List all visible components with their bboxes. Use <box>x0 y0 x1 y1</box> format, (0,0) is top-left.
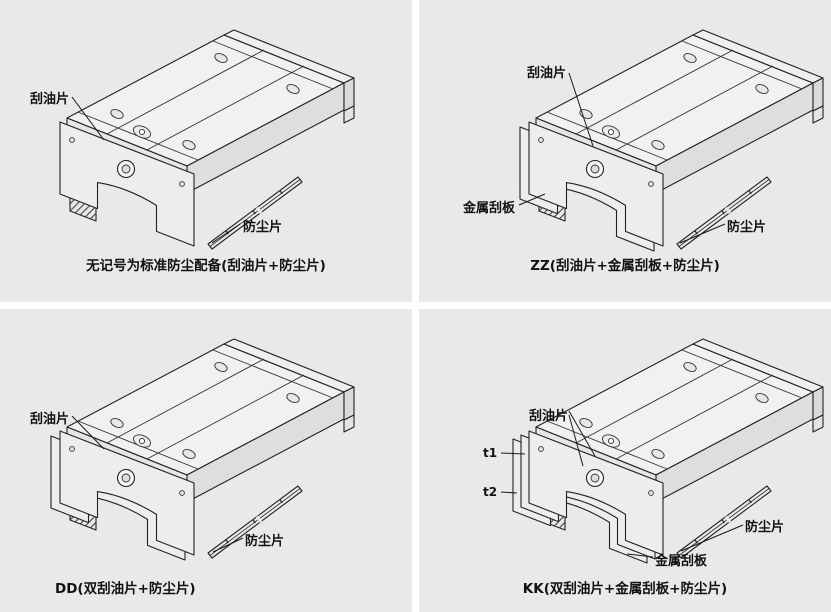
caption-zz: ZZ(刮油片+金属刮板+防尘片) <box>530 258 720 274</box>
panel-zz: 刮油片 金属刮板 防尘片 ZZ(刮油片+金属刮板+防尘片) <box>419 0 831 302</box>
dust-seal-label: 防尘片 <box>727 220 767 235</box>
panel-standard: 刮油片 防尘片 无记号为标准防尘配备(刮油片+防尘片) <box>0 0 412 302</box>
lm-block-illustration-zz <box>518 0 831 302</box>
leader-line-oil-scraper-2 <box>568 414 584 467</box>
panel-dd: 刮油片 防尘片 DD(双刮油片+防尘片) <box>0 309 412 612</box>
t1-label: t1 <box>483 446 498 460</box>
caption-dd: DD(双刮油片+防尘片) <box>55 581 196 597</box>
leader-line-oil-scraper <box>71 415 105 450</box>
leader-line-t2 <box>500 491 518 494</box>
leader-line-metal-scraper <box>626 553 654 558</box>
caption-standard: 无记号为标准防尘配备(刮油片+防尘片) <box>86 258 326 274</box>
leader-line-dust-seal <box>679 223 726 244</box>
leader-line-metal-scraper <box>518 193 546 206</box>
dust-seal-label: 防尘片 <box>245 534 285 549</box>
leader-line-dust-seal <box>680 524 744 552</box>
dust-seal-label: 防尘片 <box>243 220 283 235</box>
leader-line-t1 <box>500 452 526 455</box>
caption-kk: KK(双刮油片+金属刮板+防尘片) <box>522 581 728 597</box>
lm-block-illustration-kk <box>500 309 831 612</box>
leader-line-dust-seal <box>211 223 241 244</box>
metal-scraper-label: 金属刮板 <box>655 554 708 569</box>
lm-block-illustration-standard <box>0 0 412 302</box>
oil-scraper-label: 刮油片 <box>527 66 567 81</box>
leader-line-dust-seal <box>212 537 244 553</box>
panel-kk: 刮油片 t1 t2 防尘片 金属刮板 KK(双刮油片+金属刮板+防尘片) <box>419 309 831 612</box>
leader-line-oil-scraper <box>568 72 594 147</box>
leader-line-oil-scraper-1 <box>568 410 596 457</box>
oil-scraper-label: 刮油片 <box>529 409 569 424</box>
t2-label: t2 <box>483 485 498 499</box>
leader-line-oil-scraper <box>71 96 105 141</box>
oil-scraper-label: 刮油片 <box>30 92 70 107</box>
metal-scraper-label: 金属刮板 <box>463 201 516 216</box>
lm-block-illustration-dd <box>0 309 412 612</box>
oil-scraper-label: 刮油片 <box>30 412 70 427</box>
dust-seal-label: 防尘片 <box>745 520 785 535</box>
lm-block-drawing <box>51 339 354 560</box>
